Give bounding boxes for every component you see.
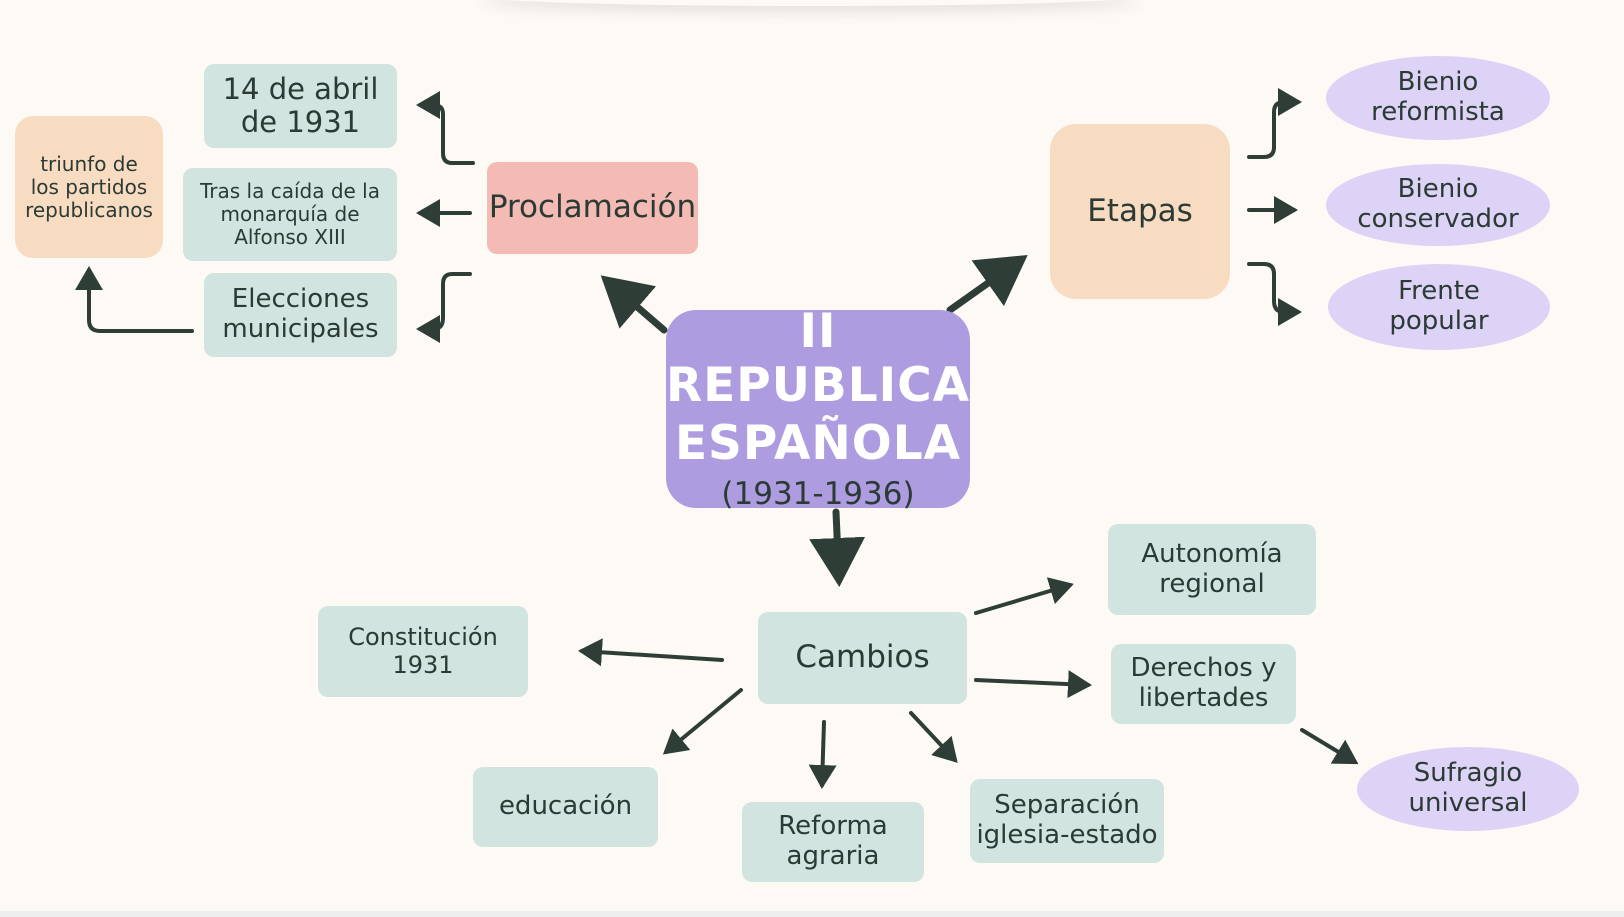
arrow-etapas-to-reformista <box>1247 88 1302 159</box>
proclamacion-caida: Tras la caída de la monarquía de Alfonso… <box>183 168 397 261</box>
triunfo-republicano: triunfo de los partidos republicanos <box>15 116 163 258</box>
cambio-reforma-agraria: Reforma agraria <box>742 802 924 882</box>
cambio-educacion-text: educación <box>498 791 633 822</box>
arrow-elecciones-to-triunfo <box>75 266 194 333</box>
arrow-cambios-to-reforma <box>808 720 837 789</box>
central-topic: II REPUBLICA ESPAÑOLA (1931-1936) <box>666 305 970 512</box>
etapa-bienio-conservador-text: Bienio conservador <box>1357 174 1519 234</box>
proclamacion-fecha-text: 14 de abril de 1931 <box>222 71 379 139</box>
proclamacion-label: Proclamación <box>488 189 697 226</box>
central-title-line1: II REPUBLICA <box>665 304 971 414</box>
proclamacion-elecciones-text: Elecciones municipales <box>222 284 379 344</box>
sufragio-universal-text: Sufragio universal <box>1408 758 1528 818</box>
triunfo-republicano-text: triunfo de los partidos republicanos <box>25 151 153 222</box>
cambio-separacion: Separación iglesia-estado <box>970 779 1164 863</box>
arrow-central-to-etapas <box>946 254 1028 314</box>
etapas-node: Etapas <box>1050 124 1230 299</box>
cambio-constitucion: Constitución 1931 <box>318 606 528 697</box>
arrow-cambios-to-educacion <box>662 688 743 755</box>
proclamacion-node: Proclamación <box>487 162 698 254</box>
central-title-line2: ESPAÑOLA <box>674 416 962 472</box>
arrow-etapas-to-frente <box>1247 262 1302 326</box>
central-years: (1931-1936) <box>721 476 915 513</box>
cambio-separacion-text: Separación iglesia-estado <box>976 790 1158 850</box>
cambio-educacion: educación <box>473 767 658 847</box>
cambios-label: Cambios <box>795 639 930 676</box>
cambio-constitucion-text: Constitución 1931 <box>348 622 498 679</box>
arrow-proclamacion-to-fecha <box>416 91 475 165</box>
etapa-bienio-reformista-text: Bienio reformista <box>1371 67 1505 127</box>
etapa-frente-popular-text: Frente popular <box>1389 276 1489 336</box>
cambio-autonomia-text: Autonomía regional <box>1141 538 1283 599</box>
arrow-proclamacion-to-elecciones <box>416 272 472 343</box>
etapa-bienio-reformista: Bienio reformista <box>1326 56 1550 140</box>
arrow-cambios-to-separacion <box>909 711 958 763</box>
cambio-derechos-text: Derechos y libertades <box>1130 653 1277 713</box>
etapa-frente-popular: Frente popular <box>1328 264 1550 350</box>
arrow-cambios-to-constitucion <box>578 638 724 667</box>
cambio-derechos: Derechos y libertades <box>1111 644 1296 724</box>
arrow-derechos-to-sufragio <box>1300 728 1359 765</box>
arrow-central-to-proclamacion <box>600 275 668 334</box>
sufragio-universal: Sufragio universal <box>1357 747 1579 831</box>
arrow-cambios-to-autonomia <box>974 577 1074 615</box>
etapas-label: Etapas <box>1087 192 1193 229</box>
arrow-central-to-cambios <box>809 508 866 587</box>
proclamacion-fecha: 14 de abril de 1931 <box>204 64 397 148</box>
proclamacion-caida-text: Tras la caída de la monarquía de Alfonso… <box>200 179 380 249</box>
cambios-node: Cambios <box>758 612 967 704</box>
cambio-reforma-agraria-text: Reforma agraria <box>778 811 888 871</box>
proclamacion-elecciones: Elecciones municipales <box>204 273 397 357</box>
etapa-bienio-conservador: Bienio conservador <box>1326 164 1550 246</box>
bottom-strip <box>0 911 1624 917</box>
arrow-cambios-to-derechos <box>974 670 1092 699</box>
cambio-autonomia: Autonomía regional <box>1108 524 1316 615</box>
